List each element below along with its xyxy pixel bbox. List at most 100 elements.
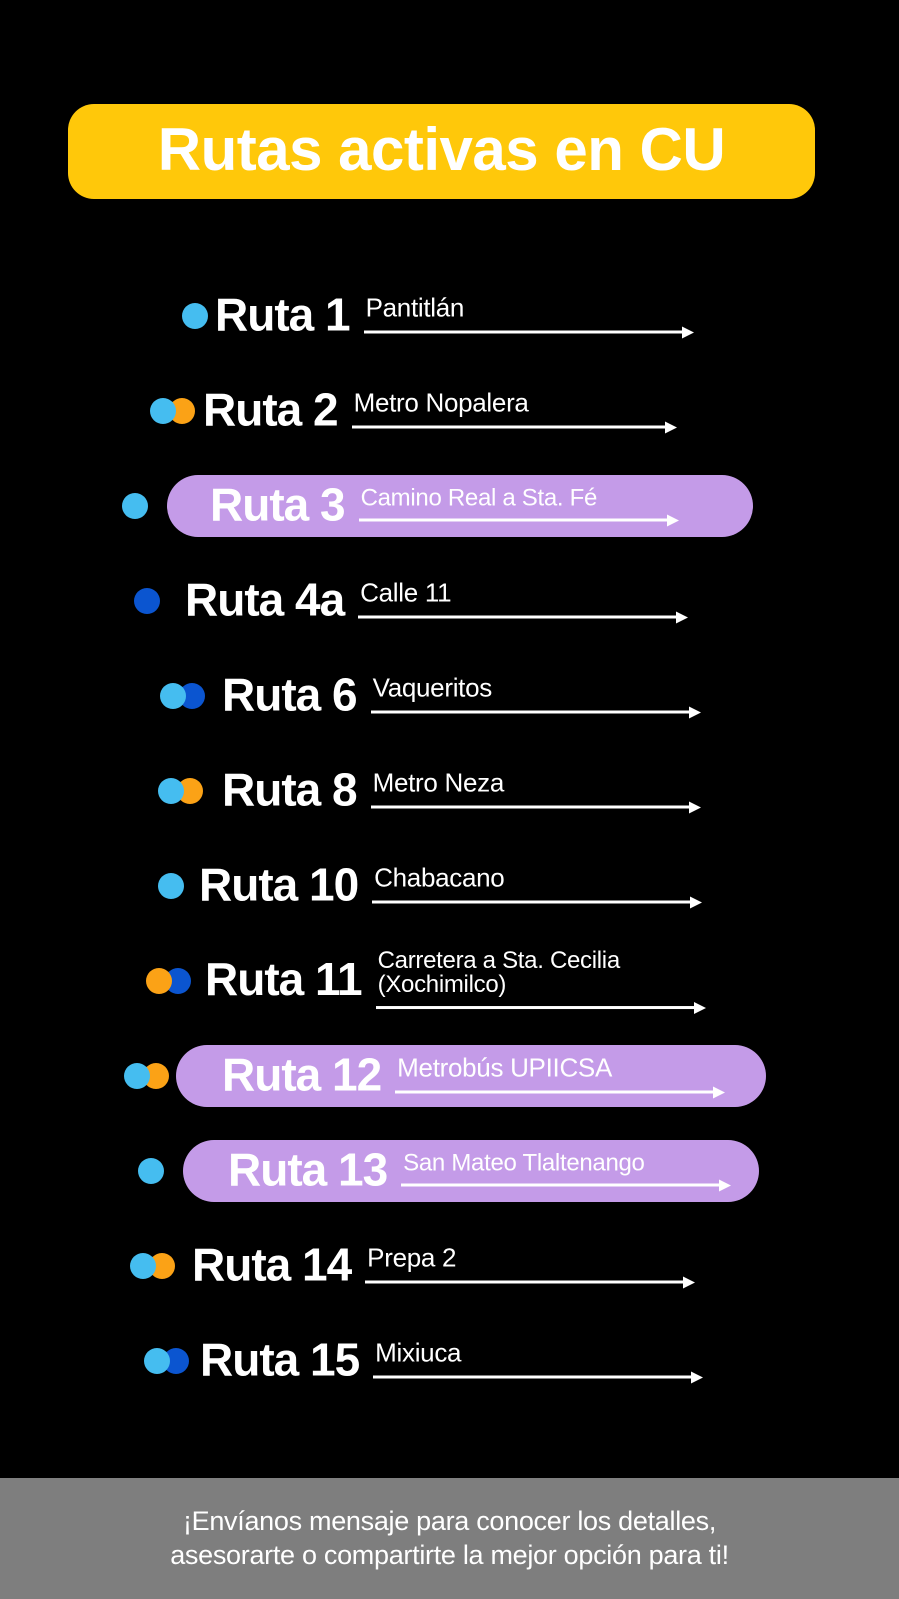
route-destination: Pantitlán [365,292,465,323]
route-destination: Carretera a Sta. Cecilia [377,946,621,974]
route-label: Ruta 15 [200,1333,360,1385]
route-color-dots [160,682,205,709]
route-body: Ruta 13 San Mateo Tlaltenango [228,1143,732,1195]
arrow-shaft [375,1006,696,1010]
route-dot-light-blue-icon [160,682,186,709]
arrow-shaft [370,805,691,809]
route-destination-block: Prepa 2 [365,1244,696,1289]
route-direction-arrow-icon [401,1179,732,1192]
route-label: Ruta 12 [222,1048,382,1100]
route-direction-arrow-icon [363,326,694,339]
route-row[interactable]: Ruta 1 Pantitlán [0,268,899,363]
route-label: Ruta 3 [210,478,346,530]
arrow-shaft [395,1090,716,1094]
route-color-dots [122,492,148,519]
footer-banner: ¡Envíanos mensaje para conocer los detal… [0,1478,899,1599]
route-dot-orange-icon [146,967,172,994]
route-color-dots [144,1347,189,1374]
arrow-head [681,326,694,339]
route-direction-arrow-icon [373,1371,704,1384]
route-destination-block: Pantitlán [363,292,694,339]
route-direction-arrow-icon [372,896,703,909]
route-label: Ruta 11 [205,953,363,1005]
arrow-head [664,421,677,434]
arrow-shaft [358,615,679,619]
route-direction-arrow-icon [358,514,679,527]
route-color-dots [138,1157,164,1184]
route-destination: Metro Neza [372,767,505,798]
arrow-head [676,611,689,624]
route-row[interactable]: Ruta 3 Camino Real a Sta. Fé [0,458,899,553]
route-destination-block: Metro Nopalera [351,387,677,434]
arrow-shaft [370,710,691,714]
route-dot-light-blue-icon [122,492,148,519]
arrow-head [693,1002,706,1015]
route-direction-arrow-icon [351,421,677,434]
route-destination: Mixiuca [375,1337,462,1368]
arrow-shaft [372,900,693,904]
route-dot-navy-blue-icon [134,587,160,614]
route-destination: Metro Nopalera [353,387,529,418]
route-row[interactable]: Ruta 12 Metrobús UPIICSA [0,1028,899,1123]
route-label: Ruta 4a [185,573,345,625]
route-highlight-pill [167,474,753,537]
route-body: Ruta 10 Chabacano [199,858,703,910]
route-label: Ruta 13 [228,1143,388,1195]
route-row[interactable]: Ruta 15 Mixiuca [0,1313,899,1408]
arrow-head [688,801,701,814]
route-destination-block: Mixiuca [373,1337,704,1384]
arrow-shaft [373,1375,694,1379]
footer-line-2: asesorarte o compartirte la mejor opción… [170,1539,729,1570]
route-direction-arrow-icon [370,706,701,719]
route-color-dots [150,397,195,424]
route-label: Ruta 10 [199,858,359,910]
route-label: Ruta 8 [222,763,358,815]
arrow-shaft [351,425,667,429]
route-color-dots [146,967,191,994]
route-body: Ruta 2 Metro Nopalera [203,386,677,435]
route-destination: San Mateo Tlaltenango [403,1149,645,1177]
route-destination-block: Carretera a Sta. Cecilia(Xochimilco) [375,946,706,1015]
route-dot-light-blue-icon [144,1347,170,1374]
route-row[interactable]: Ruta 13 San Mateo Tlaltenango [0,1123,899,1218]
route-dot-light-blue-icon [158,777,184,804]
arrow-head [690,896,703,909]
page-title: Rutas activas en CU [157,115,726,183]
route-row[interactable]: Ruta 8 Metro Neza [0,743,899,838]
route-body: Ruta 1 Pantitlán [215,291,694,340]
route-row[interactable]: Ruta 10 Chabacano [0,838,899,933]
route-destination-block: Chabacano [372,862,703,909]
route-color-dots [134,587,160,614]
route-label: Ruta 1 [215,288,351,340]
arrow-shaft [401,1183,722,1187]
arrow-head [683,1276,696,1289]
arrow-head [688,706,701,719]
route-color-dots [158,872,184,899]
route-color-dots [158,777,203,804]
route-destination-block: San Mateo Tlaltenango [401,1149,732,1192]
route-row[interactable]: Ruta 2 Metro Nopalera [0,363,899,458]
route-destination: Chabacano [374,862,505,893]
arrow-head [691,1371,704,1384]
footer-line-1: ¡Envíanos mensaje para conocer los detal… [182,1505,717,1536]
route-direction-arrow-icon [358,611,689,624]
route-destination-block: Metrobús UPIICSA [395,1054,726,1099]
route-label: Ruta 2 [203,383,339,435]
route-body: Ruta 8 Metro Neza [222,766,701,815]
route-highlight-pill [183,1139,759,1202]
route-color-dots [130,1252,175,1279]
route-destination: Camino Real a Sta. Fé [360,484,598,512]
route-body: Ruta 15 Mixiuca [200,1333,704,1385]
arrow-shaft [363,330,684,334]
route-destination-line2: (Xochimilco) [377,971,507,999]
route-direction-arrow-icon [395,1086,726,1099]
arrow-shaft [365,1280,686,1284]
route-dot-light-blue-icon [182,302,208,329]
